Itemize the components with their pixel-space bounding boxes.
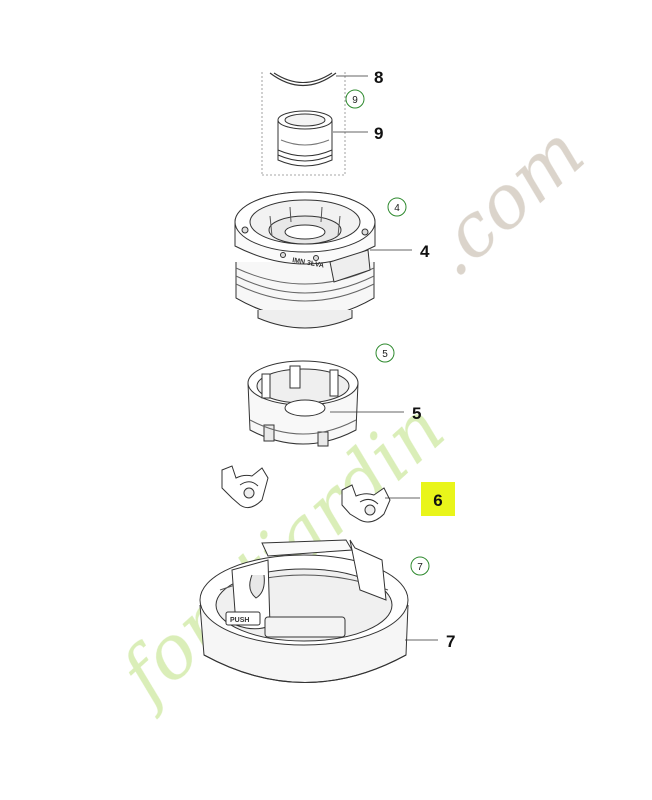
part-4-spool [234,191,376,329]
callout-8: 8 [374,68,383,87]
part-8-ring [269,72,337,86]
callout-6: 6 [433,491,442,510]
callout-6-highlight [421,482,455,516]
circle-5-label: 5 [382,349,388,360]
callout-9: 9 [374,124,383,143]
assembly-dashed-box [261,72,346,176]
callout-4: 4 [420,242,430,261]
part-6-clip-right [341,484,391,523]
watermark-gray-text: .com [409,109,600,293]
part-5-hub [247,360,359,447]
push-label: PUSH [230,617,249,624]
circle-5 [375,343,395,363]
circle-4-label: 4 [394,203,400,214]
circle-9 [345,89,365,109]
callout-7: 7 [446,632,455,651]
part-6-clip-left [221,465,269,509]
circle-7-label: 7 [417,562,423,573]
circle-9-label: 9 [352,95,358,106]
part-9-bushing [277,110,333,167]
circle-7 [410,556,430,576]
callout-5: 5 [412,404,421,423]
circle-4 [387,197,407,217]
part-7-cover [199,539,409,683]
